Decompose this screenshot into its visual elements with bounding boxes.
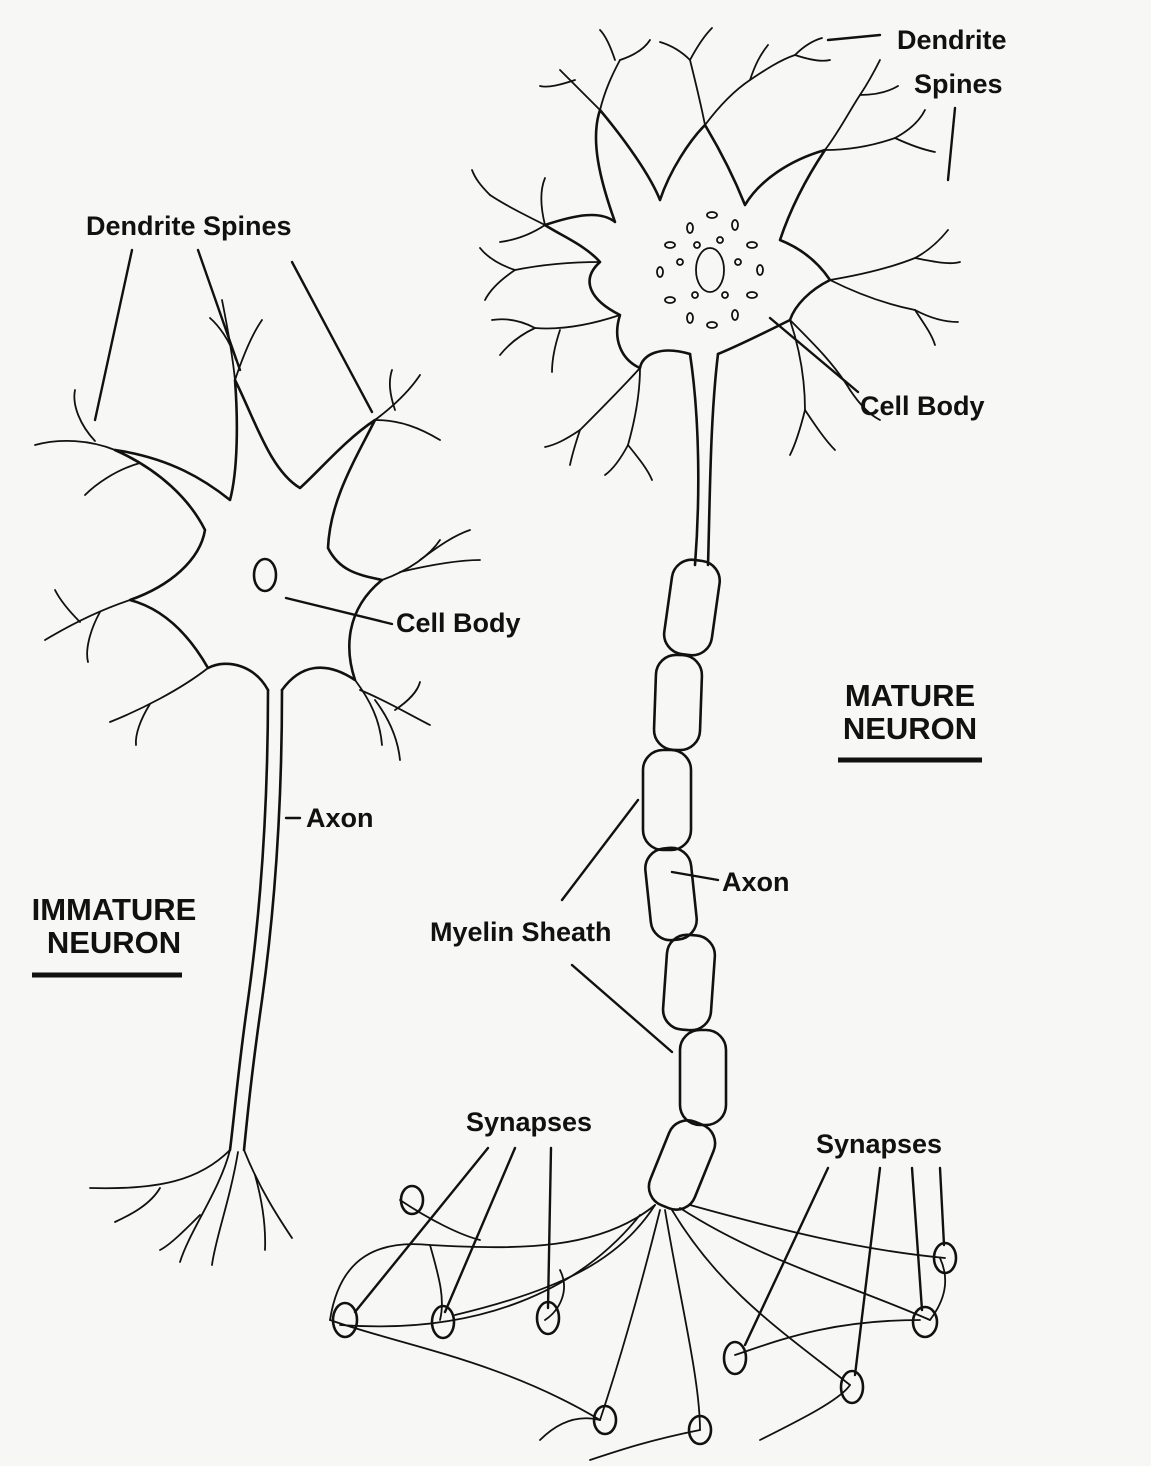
immature-cell-body bbox=[115, 380, 382, 690]
mature-axon-terminals bbox=[330, 1200, 945, 1460]
mature-cell-body-organelles bbox=[657, 212, 763, 328]
immature-axon-outer bbox=[230, 690, 268, 1150]
immature-neuron bbox=[32, 250, 480, 1265]
mature-axon-hillock bbox=[690, 354, 698, 565]
mature-title-line-2: NEURON bbox=[832, 713, 988, 746]
immature-title: IMMATURE NEURON bbox=[14, 894, 214, 959]
immature-title-line-2: NEURON bbox=[14, 927, 214, 960]
mature-axon-label: Axon bbox=[722, 868, 790, 896]
immature-axon-label: Axon bbox=[306, 804, 374, 832]
immature-dendrite-spines-label: Dendrite Spines bbox=[86, 212, 292, 240]
immature-axon-inner bbox=[244, 690, 282, 1150]
mature-title-line-1: MATURE bbox=[832, 680, 988, 713]
immature-nucleus bbox=[254, 559, 276, 591]
mature-dendrite-label: Dendrite bbox=[897, 26, 1007, 54]
immature-title-line-1: IMMATURE bbox=[14, 894, 214, 927]
myelin-sheath-label: Myelin Sheath bbox=[430, 918, 612, 946]
mature-cell-body bbox=[545, 110, 830, 368]
mature-title: MATURE NEURON bbox=[832, 680, 988, 745]
mature-cell-body-label: Cell Body bbox=[860, 392, 985, 420]
mature-spines-label: Spines bbox=[914, 70, 1003, 98]
myelin-sheath-segments bbox=[643, 557, 726, 1216]
synapses-right-label: Synapses bbox=[816, 1130, 942, 1158]
immature-cell-body-label: Cell Body bbox=[396, 609, 521, 637]
synapses-left-label: Synapses bbox=[466, 1108, 592, 1136]
